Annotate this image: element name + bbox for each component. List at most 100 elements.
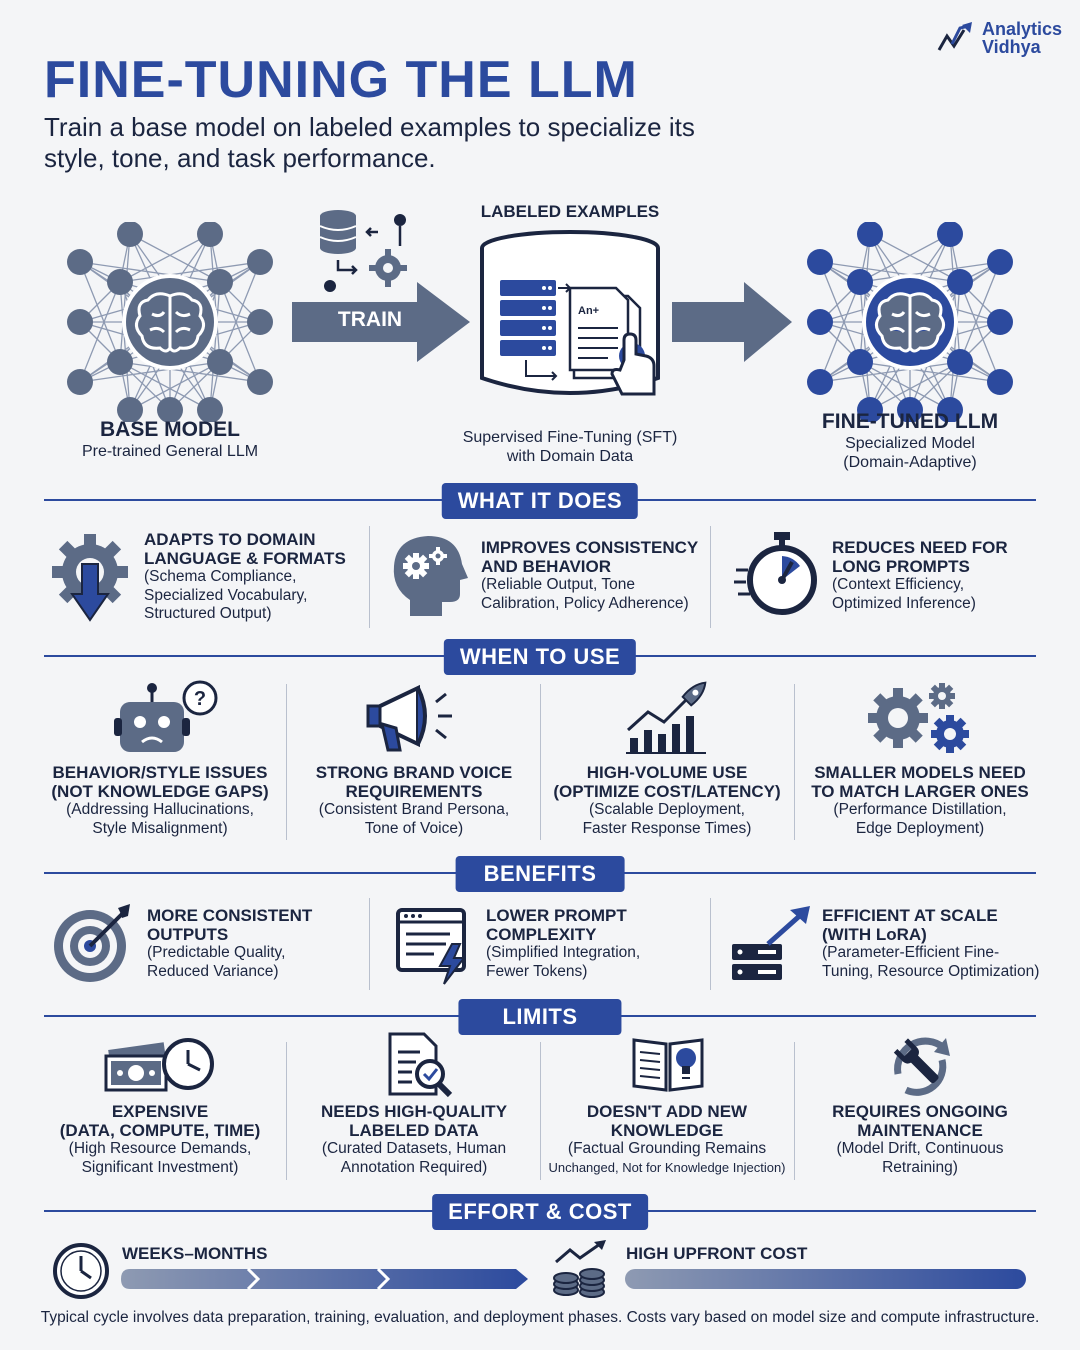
network-node (207, 269, 233, 295)
brand-name-line2: Vidhya (981, 37, 1041, 57)
limit-item-1-desc2: Significant Investment) (81, 1158, 239, 1176)
what-item-3-title1: REDUCES NEED FOR (832, 538, 1008, 557)
when-item-4-title1: SMALLER MODELS NEED (814, 763, 1026, 782)
benefit-item-2: LOWER PROMPT COMPLEXITY (Simplified Inte… (486, 906, 706, 981)
gears-icon (868, 683, 969, 753)
when-item-4: SMALLER MODELS NEED TO MATCH LARGER ONES… (800, 763, 1040, 838)
what-item-3: REDUCES NEED FOR LONG PROMPTS (Context E… (832, 538, 1052, 613)
base-model-network-icon (67, 222, 273, 422)
network-node (247, 309, 273, 335)
base-model-subtitle: Pre-trained General LLM (81, 443, 259, 460)
when-item-4-title2: TO MATCH LARGER ONES (811, 782, 1029, 801)
benefit-item-3-title1: EFFICIENT AT SCALE (822, 906, 998, 925)
network-node (247, 369, 273, 395)
page-subtitle: Train a base model on labeled examples t… (44, 112, 695, 173)
what-item-1-desc3: Structured Output) (144, 605, 272, 622)
what-item-3-desc2: Optimized Inference) (832, 594, 976, 612)
network-node (197, 222, 223, 247)
fine-tuned-title: FINE-TUNED LLM (821, 410, 999, 433)
what-item-1-desc2: Specialized Vocabulary, (144, 586, 308, 604)
limit-item-4: REQUIRES ONGOING MAINTENANCE (Model Drif… (800, 1102, 1040, 1177)
wrench-cycle-icon (893, 1037, 950, 1096)
limit-item-4-title1: REQUIRES ONGOING (832, 1102, 1008, 1121)
fine-tuned-label: FINE-TUNED LLM Specialized Model (Domain… (800, 410, 1020, 472)
what-item-1-title1: ADAPTS TO DOMAIN (144, 530, 316, 549)
when-item-3-desc2: Faster Response Times) (582, 819, 752, 837)
page-title: FINE-TUNING THE LLM (44, 51, 638, 109)
when-item-1: BEHAVIOR/STYLE ISSUES (NOT KNOWLEDGE GAP… (44, 763, 276, 838)
gear-down-arrow-icon (52, 534, 128, 622)
divider (540, 1042, 541, 1180)
when-item-1-desc1: (Addressing Hallucinations, (66, 801, 254, 818)
network-node (117, 397, 143, 422)
benefit-item-1-title1: MORE CONSISTENT (147, 906, 313, 925)
brand-logo: Analytics Vidhya (936, 20, 1062, 56)
limit-item-4-desc1: (Model Drift, Continuous (836, 1140, 1004, 1157)
head-gears-icon (393, 536, 468, 616)
when-item-3-title2: (OPTIMIZE COST/LATENCY) (553, 782, 781, 801)
limit-item-2-desc1: (Curated Datasets, Human (321, 1140, 507, 1157)
benefit-item-2-title2: COMPLEXITY (486, 925, 597, 944)
when-item-3-title1: HIGH-VOLUME USE (586, 763, 748, 782)
limit-item-2: NEEDS HIGH-QUALITY LABELED DATA (Curated… (296, 1102, 532, 1177)
clock-icon (53, 1243, 109, 1299)
when-item-1-title1: BEHAVIOR/STYLE ISSUES (52, 763, 268, 782)
network-node (207, 349, 233, 375)
benefit-item-2-desc1: (Simplified Integration, (486, 944, 641, 961)
what-item-2-desc2: Calibration, Policy Adherence) (481, 594, 689, 612)
limit-item-1-title2: (DATA, COMPUTE, TIME) (59, 1121, 261, 1140)
benefit-item-3-desc2: Tuning, Resource Optimization) (822, 962, 1040, 980)
divider (794, 1042, 795, 1180)
output-arrow (672, 282, 792, 362)
stopwatch-icon (734, 532, 817, 615)
database-gear-icon (319, 210, 407, 292)
rocket-chart-icon (626, 681, 707, 754)
window-lightning-icon (396, 908, 467, 985)
what-item-1-desc1: (Schema Compliance, (144, 568, 297, 585)
divider (794, 684, 795, 840)
network-node (987, 309, 1013, 335)
benefit-item-1-desc1: (Predictable Quality, (147, 944, 286, 961)
network-node (947, 349, 973, 375)
document-magnifier-icon (388, 1032, 453, 1098)
target-icon (54, 904, 130, 982)
divider (710, 526, 711, 628)
what-item-3-desc1: (Context Efficiency, (832, 576, 965, 593)
limit-item-4-title2: MAINTENANCE (857, 1121, 983, 1140)
limit-item-1-desc1: (High Resource Demands, (68, 1140, 252, 1157)
when-item-2-title2: REQUIREMENTS (345, 782, 483, 801)
when-item-1-desc2: Style Misalignment) (92, 819, 228, 837)
when-item-2-title1: STRONG BRAND VOICE (315, 763, 513, 782)
what-it-does-banner: WHAT IT DOES (441, 483, 639, 519)
svg-text:?: ? (194, 688, 206, 710)
labeled-examples-title: LABELED EXAMPLES (480, 202, 660, 221)
limit-item-4-desc2: Retraining) (882, 1158, 958, 1176)
divider (286, 684, 287, 840)
train-arrow (292, 282, 470, 362)
limit-item-3-desc2: Unchanged, Not for Knowledge Injection) (548, 1159, 786, 1175)
divider (286, 1042, 287, 1180)
benefit-item-3: EFFICIENT AT SCALE (WITH LoRA) (Paramete… (822, 906, 1058, 981)
benefit-item-3-desc1: (Parameter-Efficient Fine- (822, 944, 1000, 961)
network-node (987, 249, 1013, 275)
megaphone-icon (366, 684, 452, 752)
benefit-item-1-title2: OUTPUTS (147, 925, 229, 944)
when-item-2-desc2: Tone of Voice) (364, 819, 464, 837)
sft-label: Supervised Fine-Tuning (SFT) with Domain… (430, 428, 710, 466)
fine-tuned-sub1: Specialized Model (845, 435, 975, 452)
network-node (807, 309, 833, 335)
sft-line2: with Domain Data (506, 448, 634, 465)
when-item-3: HIGH-VOLUME USE (OPTIMIZE COST/LATENCY) … (546, 763, 788, 838)
what-item-3-title2: LONG PROMPTS (832, 557, 970, 576)
what-item-2-desc1: (Reliable Output, Tone (481, 576, 635, 593)
brain-icon (135, 292, 205, 353)
benefit-item-2-desc2: Fewer Tokens) (486, 962, 588, 980)
base-model-title: BASE MODEL (99, 418, 240, 441)
limit-item-2-title1: NEEDS HIGH-QUALITY (320, 1102, 508, 1121)
limit-item-3-title2: KNOWLEDGE (610, 1121, 724, 1140)
benefit-item-3-title2: (WITH LoRA) (822, 925, 927, 944)
network-node (107, 349, 133, 375)
what-item-2: IMPROVES CONSISTENCY AND BEHAVIOR (Relia… (481, 538, 711, 613)
when-to-use-banner: WHEN TO USE (443, 639, 637, 675)
limit-item-3: DOESN'T ADD NEW KNOWLEDGE (Factual Groun… (544, 1102, 790, 1177)
